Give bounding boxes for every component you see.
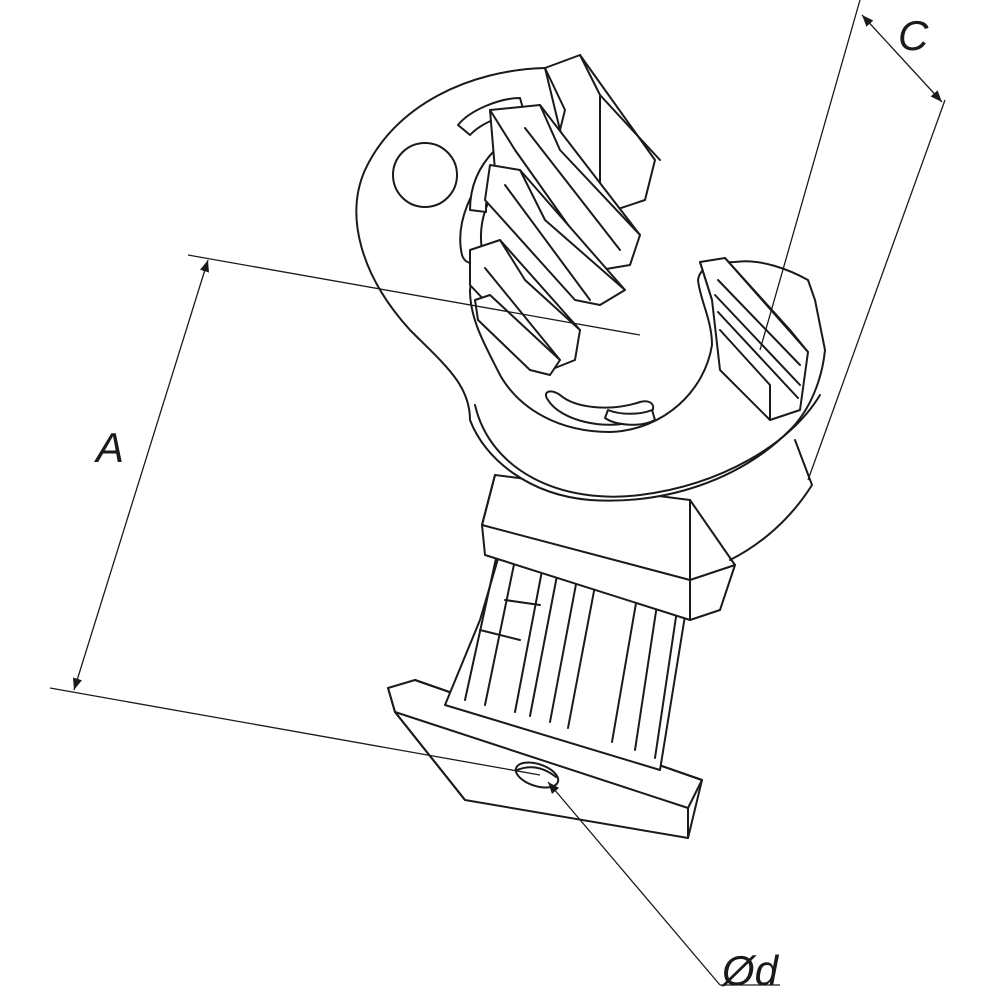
dim-d-label: Ød (720, 947, 780, 994)
dimension-a: A (49, 254, 641, 776)
ring-hole (392, 142, 458, 208)
dimension-c: C (759, 0, 946, 481)
dimension-d: Ød (547, 781, 780, 994)
upper-jaw (469, 54, 661, 376)
side-jaw (699, 257, 809, 421)
dim-c-label: C (898, 12, 929, 59)
dim-a-label: A (93, 424, 124, 471)
neck-block (481, 474, 736, 621)
